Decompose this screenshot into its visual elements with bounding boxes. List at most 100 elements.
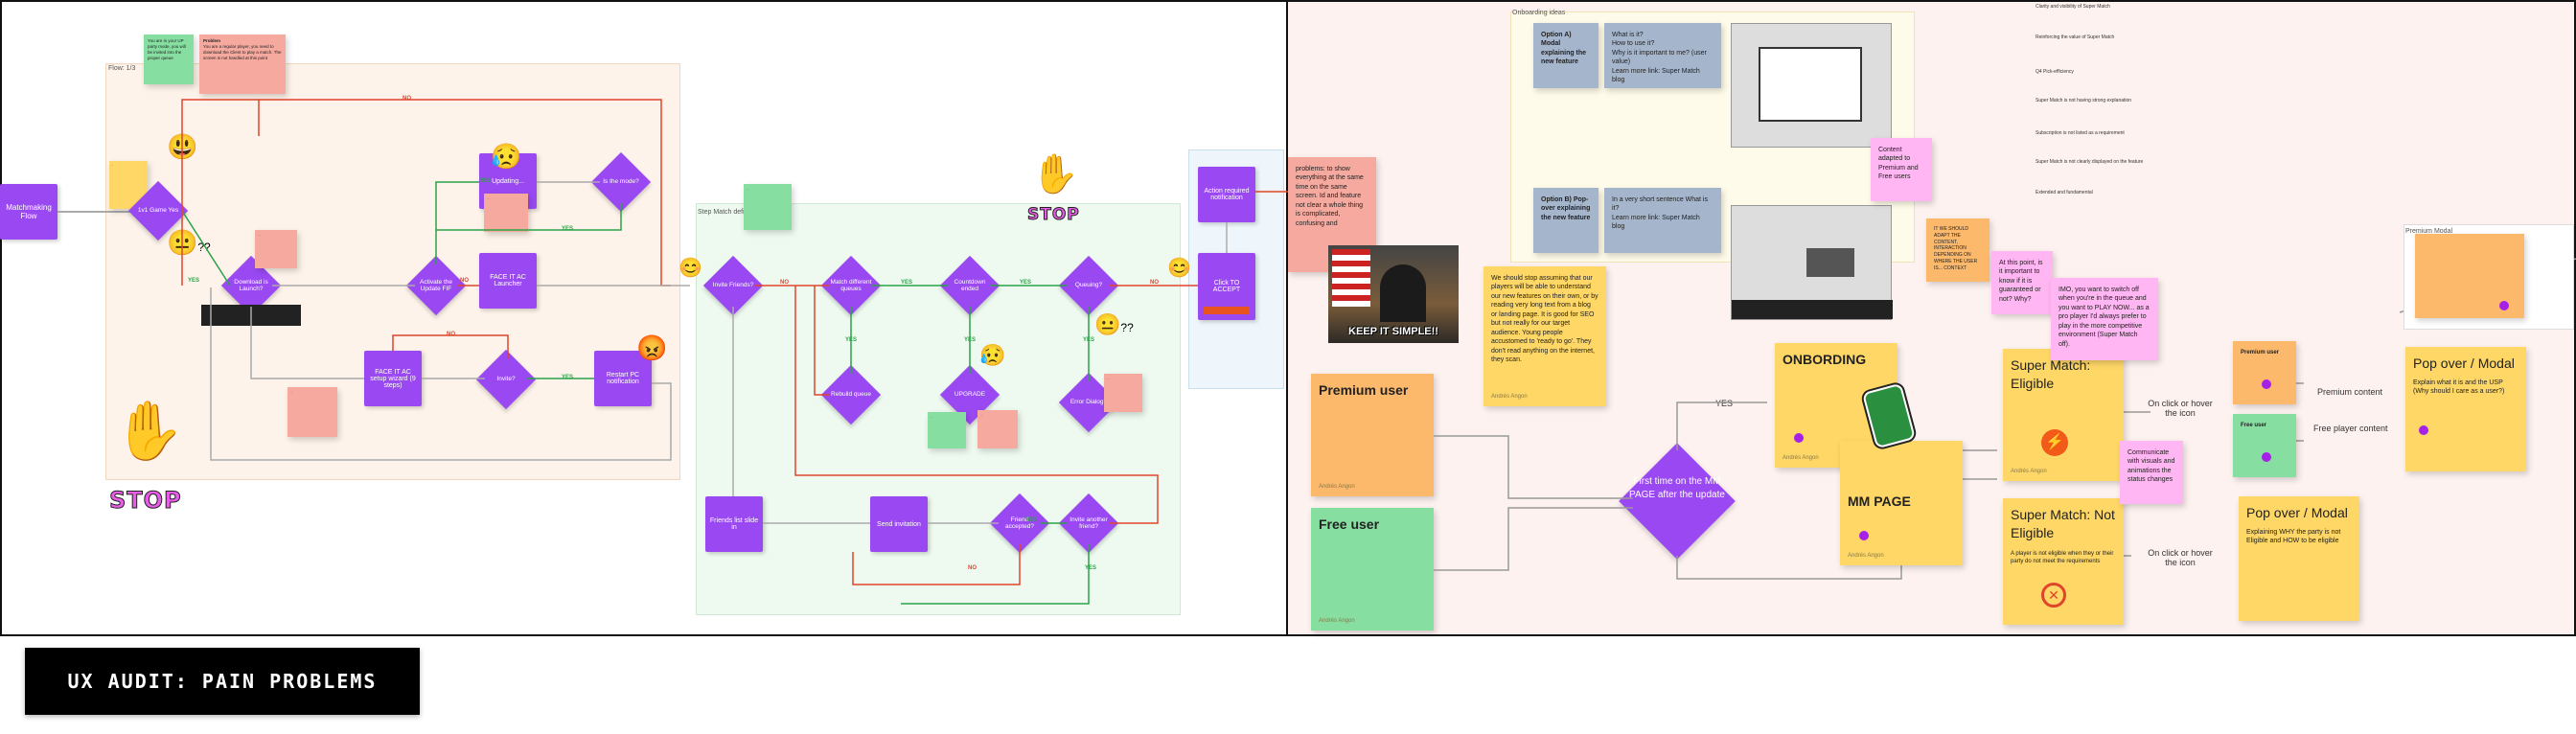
decision-first-label: 1v1 Game Yes [137, 207, 179, 215]
important-note: At this point, is it important to know i… [1991, 251, 2053, 314]
yes-label: YES [1020, 280, 1032, 286]
list-item: Subscription is not listed as a requirem… [2036, 130, 2125, 136]
author-dot [2499, 301, 2509, 310]
smile-emoji: 😊 [678, 258, 702, 279]
author: Andrés Angon [1319, 617, 1355, 624]
premium-content-label: Premium content [2317, 387, 2383, 397]
mid-decision-label: Countdown ended [954, 278, 986, 292]
yes-label: YES [562, 226, 574, 232]
yes-label: YES [964, 337, 977, 343]
no-label: NO [780, 280, 789, 286]
option-b-item: In a very short sentence What is it? [1612, 196, 1708, 213]
mid-decision-label: Queuing? [1074, 282, 1103, 289]
option-a-item: How to use it? [1612, 40, 1655, 48]
mid-decision-label: Rebuild queue [831, 391, 871, 399]
yes-label: YES [1715, 399, 1734, 408]
yes-label: YES [1085, 565, 1097, 571]
author: Andrés Angon [1848, 552, 1884, 559]
option-a-item: Why is it important to me? (user value) [1612, 49, 1707, 66]
list-item: Q4 Pick-efficiency [2036, 69, 2074, 75]
premium-mini-label: Premium user [2241, 350, 2280, 356]
author: Andrés Angon [1491, 393, 1528, 400]
wireframe-inner [1759, 47, 1862, 122]
author: Andrés Angon [1782, 454, 1819, 461]
wireframe-bar [1732, 300, 1893, 319]
author-dot [2262, 452, 2271, 462]
author: Andrés Angon [2011, 468, 2047, 474]
option-b-card: Option B) Pop-over explaining the new fe… [1533, 188, 1598, 253]
issues-list: Clarity and visibility of Super Match Re… [2012, 0, 2262, 220]
note-problem-body: You are a regular player, you need to do… [203, 44, 282, 61]
author-dot [2419, 425, 2428, 435]
author-dot [1794, 433, 1804, 443]
eligible-title: Super Match: Eligible [2011, 357, 2091, 391]
note-salmon-mid: ... [1104, 374, 1142, 412]
author-dot [1859, 531, 1869, 540]
list-item: Clarity and visibility of Super Match [2036, 4, 2110, 10]
left-flow-lines [181, 99, 690, 461]
not-eligible-body: A player is not eligible when they or th… [2011, 550, 2114, 564]
yes-label: YES [1025, 517, 1038, 523]
judge-figure [1380, 264, 1426, 322]
mid-decision-label: Invite Friends? [712, 282, 754, 289]
list-item: Super Match is not clearly displayed on … [2036, 159, 2144, 165]
worried-emoji: 😥 [979, 343, 1006, 367]
assume-note: We should stop assuming that our players… [1484, 266, 1606, 406]
wireframe-popover [1731, 205, 1893, 320]
mid-decision-label: Invite another friend? [1070, 516, 1108, 530]
flag-shape [1332, 249, 1370, 307]
start-box: Matchmaking Flow [0, 184, 58, 240]
free-user-title: Free user [1319, 516, 1380, 532]
free-mini-card: Free user [2233, 414, 2296, 477]
note-angry: ... [484, 194, 528, 232]
send-box: Send invitation [870, 496, 928, 552]
judge-meme-image: KEEP IT SIMPLE!! [1328, 245, 1459, 343]
action-box: Action required notification [1198, 167, 1255, 222]
friends-box: Friends list slide in [705, 496, 763, 552]
flow-region [105, 63, 680, 480]
stop-label: STOP [109, 487, 182, 515]
no-label: NO [1150, 280, 1159, 286]
meme-caption: KEEP IT SIMPLE!! [1348, 326, 1438, 337]
no-label: NO [447, 332, 455, 337]
content-adapted-note: Content adapted to Premium and Free user… [1871, 138, 1932, 201]
on-click-label: On click or hover the icon [2148, 399, 2213, 418]
mm-page-title: MM PAGE [1848, 493, 1911, 509]
option-a-item: What is it? [1612, 32, 1644, 38]
first-time-label: First time on the MM PAGE after the upda… [1629, 476, 1725, 500]
stop-hand-icon: ✋ [113, 399, 185, 463]
option-a-item: Learn more link: Super Match blog [1612, 67, 1700, 84]
assume-text: We should stop assuming that our players… [1491, 275, 1598, 363]
region-label: Flow: 1/3 [108, 65, 136, 72]
yes-label: YES [188, 278, 200, 284]
communicate-note: Communicate with visuals and animations … [2120, 441, 2183, 504]
frame-divider [1286, 0, 1288, 636]
option-b-title: Option B) Pop-over explaining the new fe… [1541, 196, 1591, 221]
blocked-icon: ✕ [2041, 583, 2066, 608]
facade-box: FACE IT AC Launcher [479, 253, 537, 309]
reminder-note: IT WE SHOULD ADAPT THE CONTENT, INTERACT… [1926, 218, 1990, 282]
yes-label: YES [845, 337, 858, 343]
note-problem-title: Problem [203, 38, 221, 43]
pop-over-title: Pop over / Modal [2413, 356, 2515, 371]
mid-decision-label: Error Dialog? [1070, 399, 1108, 406]
onbording-title: ONBORDING [1782, 352, 1867, 367]
decision-pubg-label: Is the mode? [603, 178, 639, 186]
imo-note: IMO, you want to switch off when you're … [2051, 278, 2158, 360]
pop-over-title: Pop over / Modal [2246, 505, 2348, 520]
note-green-mid: ... [744, 184, 792, 230]
restart-box: Restart PC notification [594, 351, 652, 406]
decision-activate-label: Activate the Update FIF [420, 278, 452, 292]
mid-region-label: Step Match defining [698, 209, 757, 216]
smile-emoji: 😊 [1167, 258, 1191, 279]
option-a-title: Option A) Modal explaining the new featu… [1541, 32, 1587, 66]
eligible-card: Super Match: Eligible⚡Andrés Angon [2003, 349, 2124, 481]
note-salmon-mid: ... [978, 410, 1018, 448]
accept-bar [1204, 307, 1250, 314]
connector [58, 211, 134, 213]
